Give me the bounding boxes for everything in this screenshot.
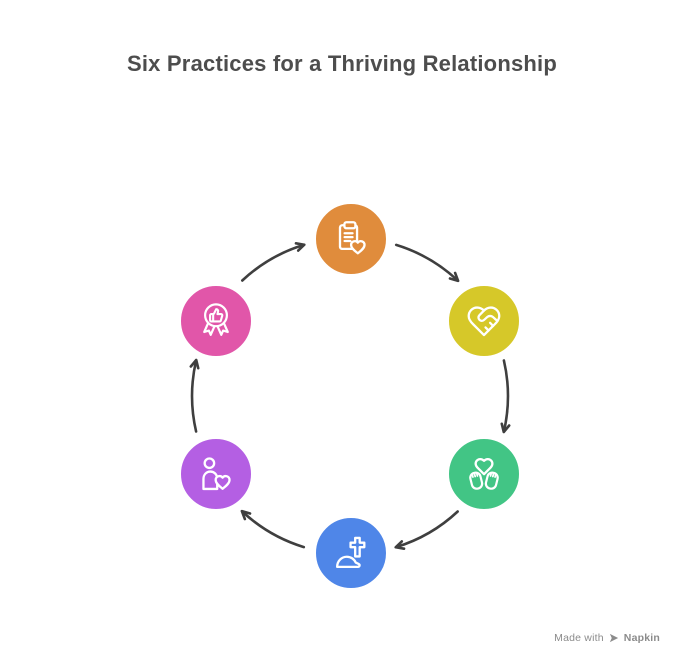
node-person-heart <box>178 436 254 512</box>
node-clipboard-heart <box>313 201 389 277</box>
prayer-cross-icon <box>335 536 366 569</box>
arrow-award-to-clipboard <box>241 242 306 282</box>
heart-handshake-icon <box>467 306 501 337</box>
node-hands-holding-heart <box>446 436 522 512</box>
napkin-badge[interactable]: Made with Napkin <box>554 632 660 644</box>
arrow-clipboard-to-handshake <box>394 243 460 283</box>
arrow-handshake-to-hands <box>500 359 511 434</box>
person-with-heart-icon <box>202 457 231 491</box>
award-thumbs-up-icon <box>203 303 229 336</box>
node-prayer-cross <box>313 515 389 591</box>
arrow-hands-to-prayer <box>394 510 459 550</box>
arrow-person-to-award <box>189 358 200 433</box>
hands-holding-heart-icon <box>469 457 499 490</box>
made-with-label: Made with <box>554 632 604 644</box>
napkin-logo-icon <box>609 633 618 643</box>
arrow-prayer-to-person <box>240 509 306 549</box>
clipboard-heart-icon <box>338 221 366 255</box>
napkin-brand-name: Napkin <box>623 632 660 644</box>
page-title: Six Practices for a Thriving Relationshi… <box>127 51 557 76</box>
node-award-thumbs-up <box>178 283 254 359</box>
node-heart-handshake <box>446 283 522 359</box>
